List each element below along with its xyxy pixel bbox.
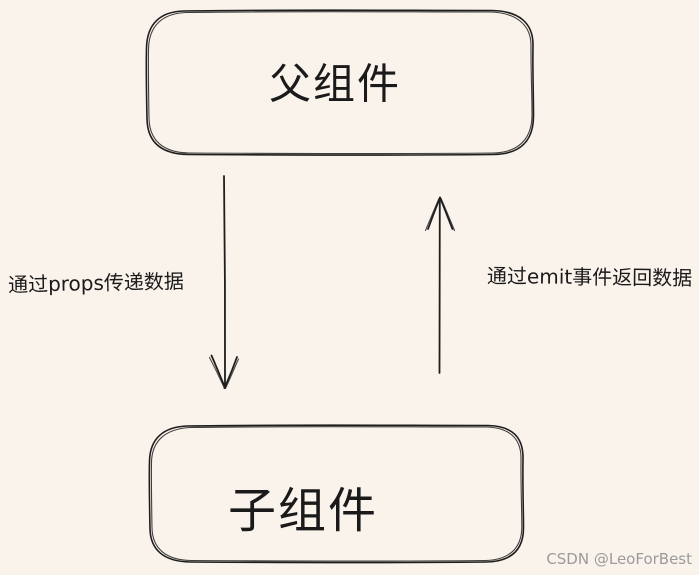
watermark: CSDN @LeoForBest [546,550,692,568]
parent-box-outline [145,9,535,156]
child-box-outline [148,424,525,564]
emit-up-arrow [424,196,456,374]
props-arrow-label: 通过props传递数据 [7,269,185,297]
emit-arrow-label: 通过emit事件返回数据 [486,263,693,291]
parent-box-label: 父组件 [268,59,402,109]
props-down-arrow [208,175,240,390]
child-box-label: 子组件 [227,483,379,539]
